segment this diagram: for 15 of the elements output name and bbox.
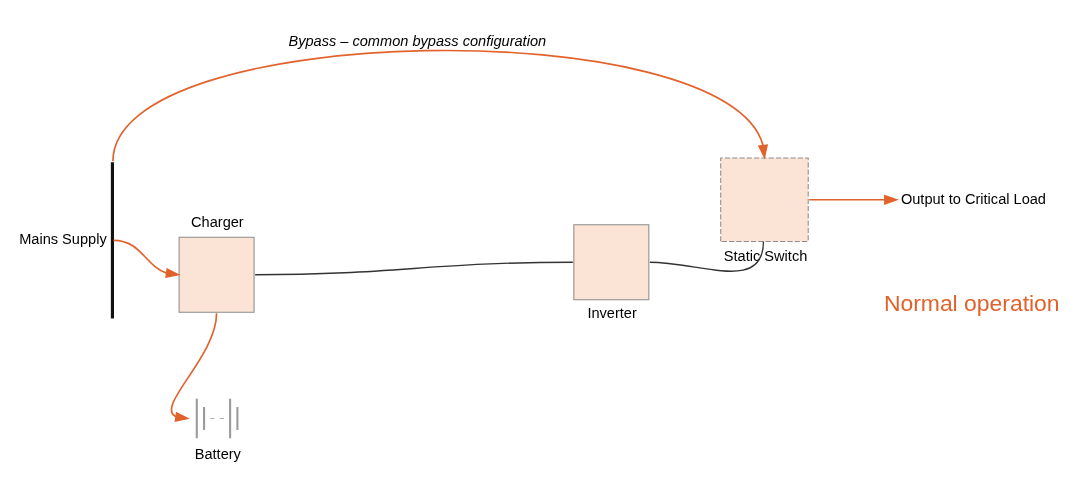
node-box bbox=[110, 162, 114, 319]
label: Normal operation bbox=[883, 289, 1060, 316]
node-label: Static Switch bbox=[723, 248, 808, 265]
node-label: Charger bbox=[191, 214, 244, 231]
connector bbox=[254, 261, 574, 276]
arrow bbox=[112, 239, 181, 279]
connector bbox=[649, 240, 765, 272]
edge-label: Bypass – common bypass configuration bbox=[288, 32, 547, 49]
arrow bbox=[170, 312, 218, 422]
arrow bbox=[808, 194, 899, 205]
node-text: Output to Critical Load bbox=[900, 191, 1046, 208]
node-label: Mains Supply bbox=[19, 231, 107, 248]
node-label: Inverter bbox=[587, 304, 637, 321]
node-label: Battery bbox=[194, 446, 241, 463]
arrow bbox=[112, 49, 769, 163]
